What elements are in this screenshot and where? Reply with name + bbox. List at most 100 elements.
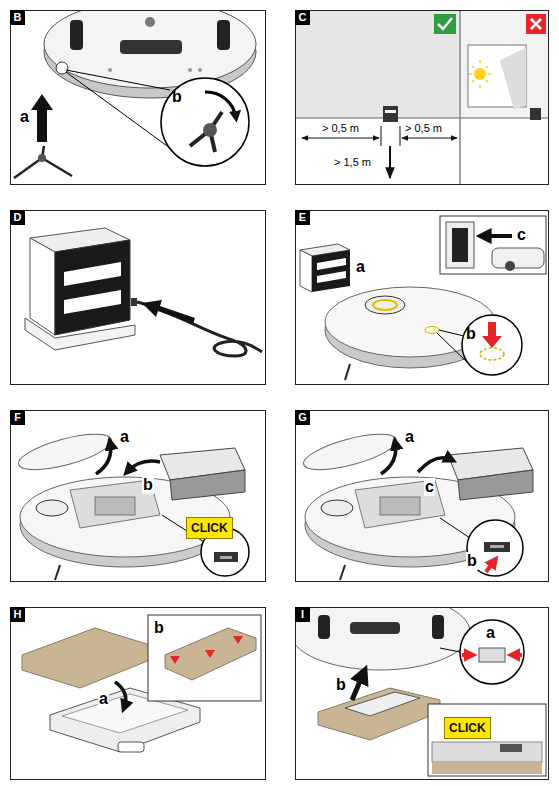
docking-station (64, 262, 121, 286)
placement-guide (479, 85, 481, 88)
placement-guide (385, 110, 396, 113)
placement-guide (389, 146, 391, 178)
placement-guide (469, 73, 472, 75)
figure-panel: FCLICK (10, 410, 266, 582)
panel-letter: E (295, 210, 310, 225)
side-brush-fitting (161, 78, 249, 166)
robot-docking (446, 222, 474, 268)
mop-pad-fitting (118, 742, 144, 752)
placement-guide (486, 80, 488, 82)
dustbin-removal (484, 542, 510, 552)
step-letter: b (466, 552, 478, 570)
mop-attachment (352, 672, 364, 700)
dustbin-insert (15, 427, 249, 580)
mop-attachment (295, 607, 470, 670)
step-letter: a (356, 258, 365, 276)
robot-docking (425, 327, 439, 334)
click-text: CLICK (449, 721, 486, 735)
placement-guide (472, 80, 474, 82)
mop-attachment (428, 704, 546, 776)
dustbin-insert (127, 461, 160, 472)
figure-panel: ICLICK (295, 607, 549, 780)
dustbin-insert (70, 480, 160, 528)
mop-attachment (318, 688, 440, 740)
mop-attachment (432, 742, 542, 762)
side-brush-fitting (198, 68, 202, 72)
step-letter: b (154, 619, 164, 637)
placement-guide (488, 73, 491, 75)
robot-docking (505, 261, 515, 271)
side-brush-fitting (217, 20, 230, 50)
dustbin-removal (440, 518, 470, 538)
side-brush-fitting (120, 40, 182, 54)
figure-panel: G (295, 410, 549, 582)
dustbin-removal (340, 565, 345, 580)
mop-attachment (350, 622, 400, 634)
docking-station (30, 238, 55, 335)
step-letter: b (466, 325, 476, 343)
side-brush-fitting (108, 68, 112, 72)
figure-panel: E (295, 210, 549, 385)
mop-pad-fitting (165, 628, 256, 680)
robot-docking (462, 315, 522, 375)
dustbin-removal (321, 500, 353, 516)
mop-attachment (500, 744, 522, 752)
step-letter: b (142, 476, 154, 494)
step-letter: a (486, 624, 495, 642)
mop-pad-fitting (22, 628, 150, 688)
mop-attachment (512, 653, 522, 657)
placement-guide (302, 137, 379, 138)
placement-guide (296, 118, 459, 119)
figure-panel: H (10, 607, 266, 780)
dustbin-removal (486, 560, 495, 572)
mop-pad-fitting (205, 650, 215, 658)
placement-guide (461, 11, 549, 118)
placement-guide (474, 68, 486, 80)
mop-pad-fitting (148, 615, 261, 701)
mop-attachment (440, 648, 460, 652)
side-brush-fitting (42, 158, 72, 176)
mop-attachment (432, 762, 542, 774)
mop-attachment (479, 648, 505, 662)
figure-panel: C (295, 10, 549, 185)
robot-docking (373, 300, 397, 310)
dustbin-insert (170, 470, 245, 500)
placement-guide (486, 66, 488, 68)
robot-docking (482, 322, 502, 348)
side-brush-fitting (145, 17, 155, 27)
side-brush-fitting (14, 10, 256, 178)
dustbin-removal (458, 470, 533, 500)
placement-guide (296, 11, 459, 118)
panel-letter: B (10, 10, 25, 25)
docking-station (25, 228, 262, 356)
side-brush-fitting (31, 94, 53, 142)
side-brush-fitting (44, 10, 256, 88)
placement-guide (460, 11, 461, 185)
mop-pad-fitting (233, 636, 243, 644)
robot-docking (317, 258, 346, 270)
panel-letter: C (295, 10, 310, 25)
docking-station (142, 300, 195, 324)
figure-panel: B (10, 10, 266, 185)
mop-attachment (462, 653, 472, 657)
panel-letter: D (10, 210, 25, 225)
dustbin-removal (418, 458, 452, 472)
mop-attachment (318, 615, 330, 639)
dimension-label: > 1,5 m (334, 156, 371, 168)
mop-pad-fitting (170, 656, 180, 664)
placement-guide (530, 108, 541, 120)
mop-attachment (295, 607, 546, 776)
figure-panel: D (10, 210, 266, 385)
side-brush-fitting (66, 70, 170, 90)
placement-guide (434, 14, 456, 34)
robot-docking (440, 216, 546, 274)
side-brush-fitting (203, 123, 217, 137)
dustbin-removal (300, 427, 399, 477)
dustbin-insert (15, 427, 114, 477)
placement-guide (472, 66, 474, 68)
dustbin-removal (380, 497, 420, 515)
placement-guide (438, 18, 452, 29)
dimension-label: > 0,5 m (322, 122, 359, 134)
